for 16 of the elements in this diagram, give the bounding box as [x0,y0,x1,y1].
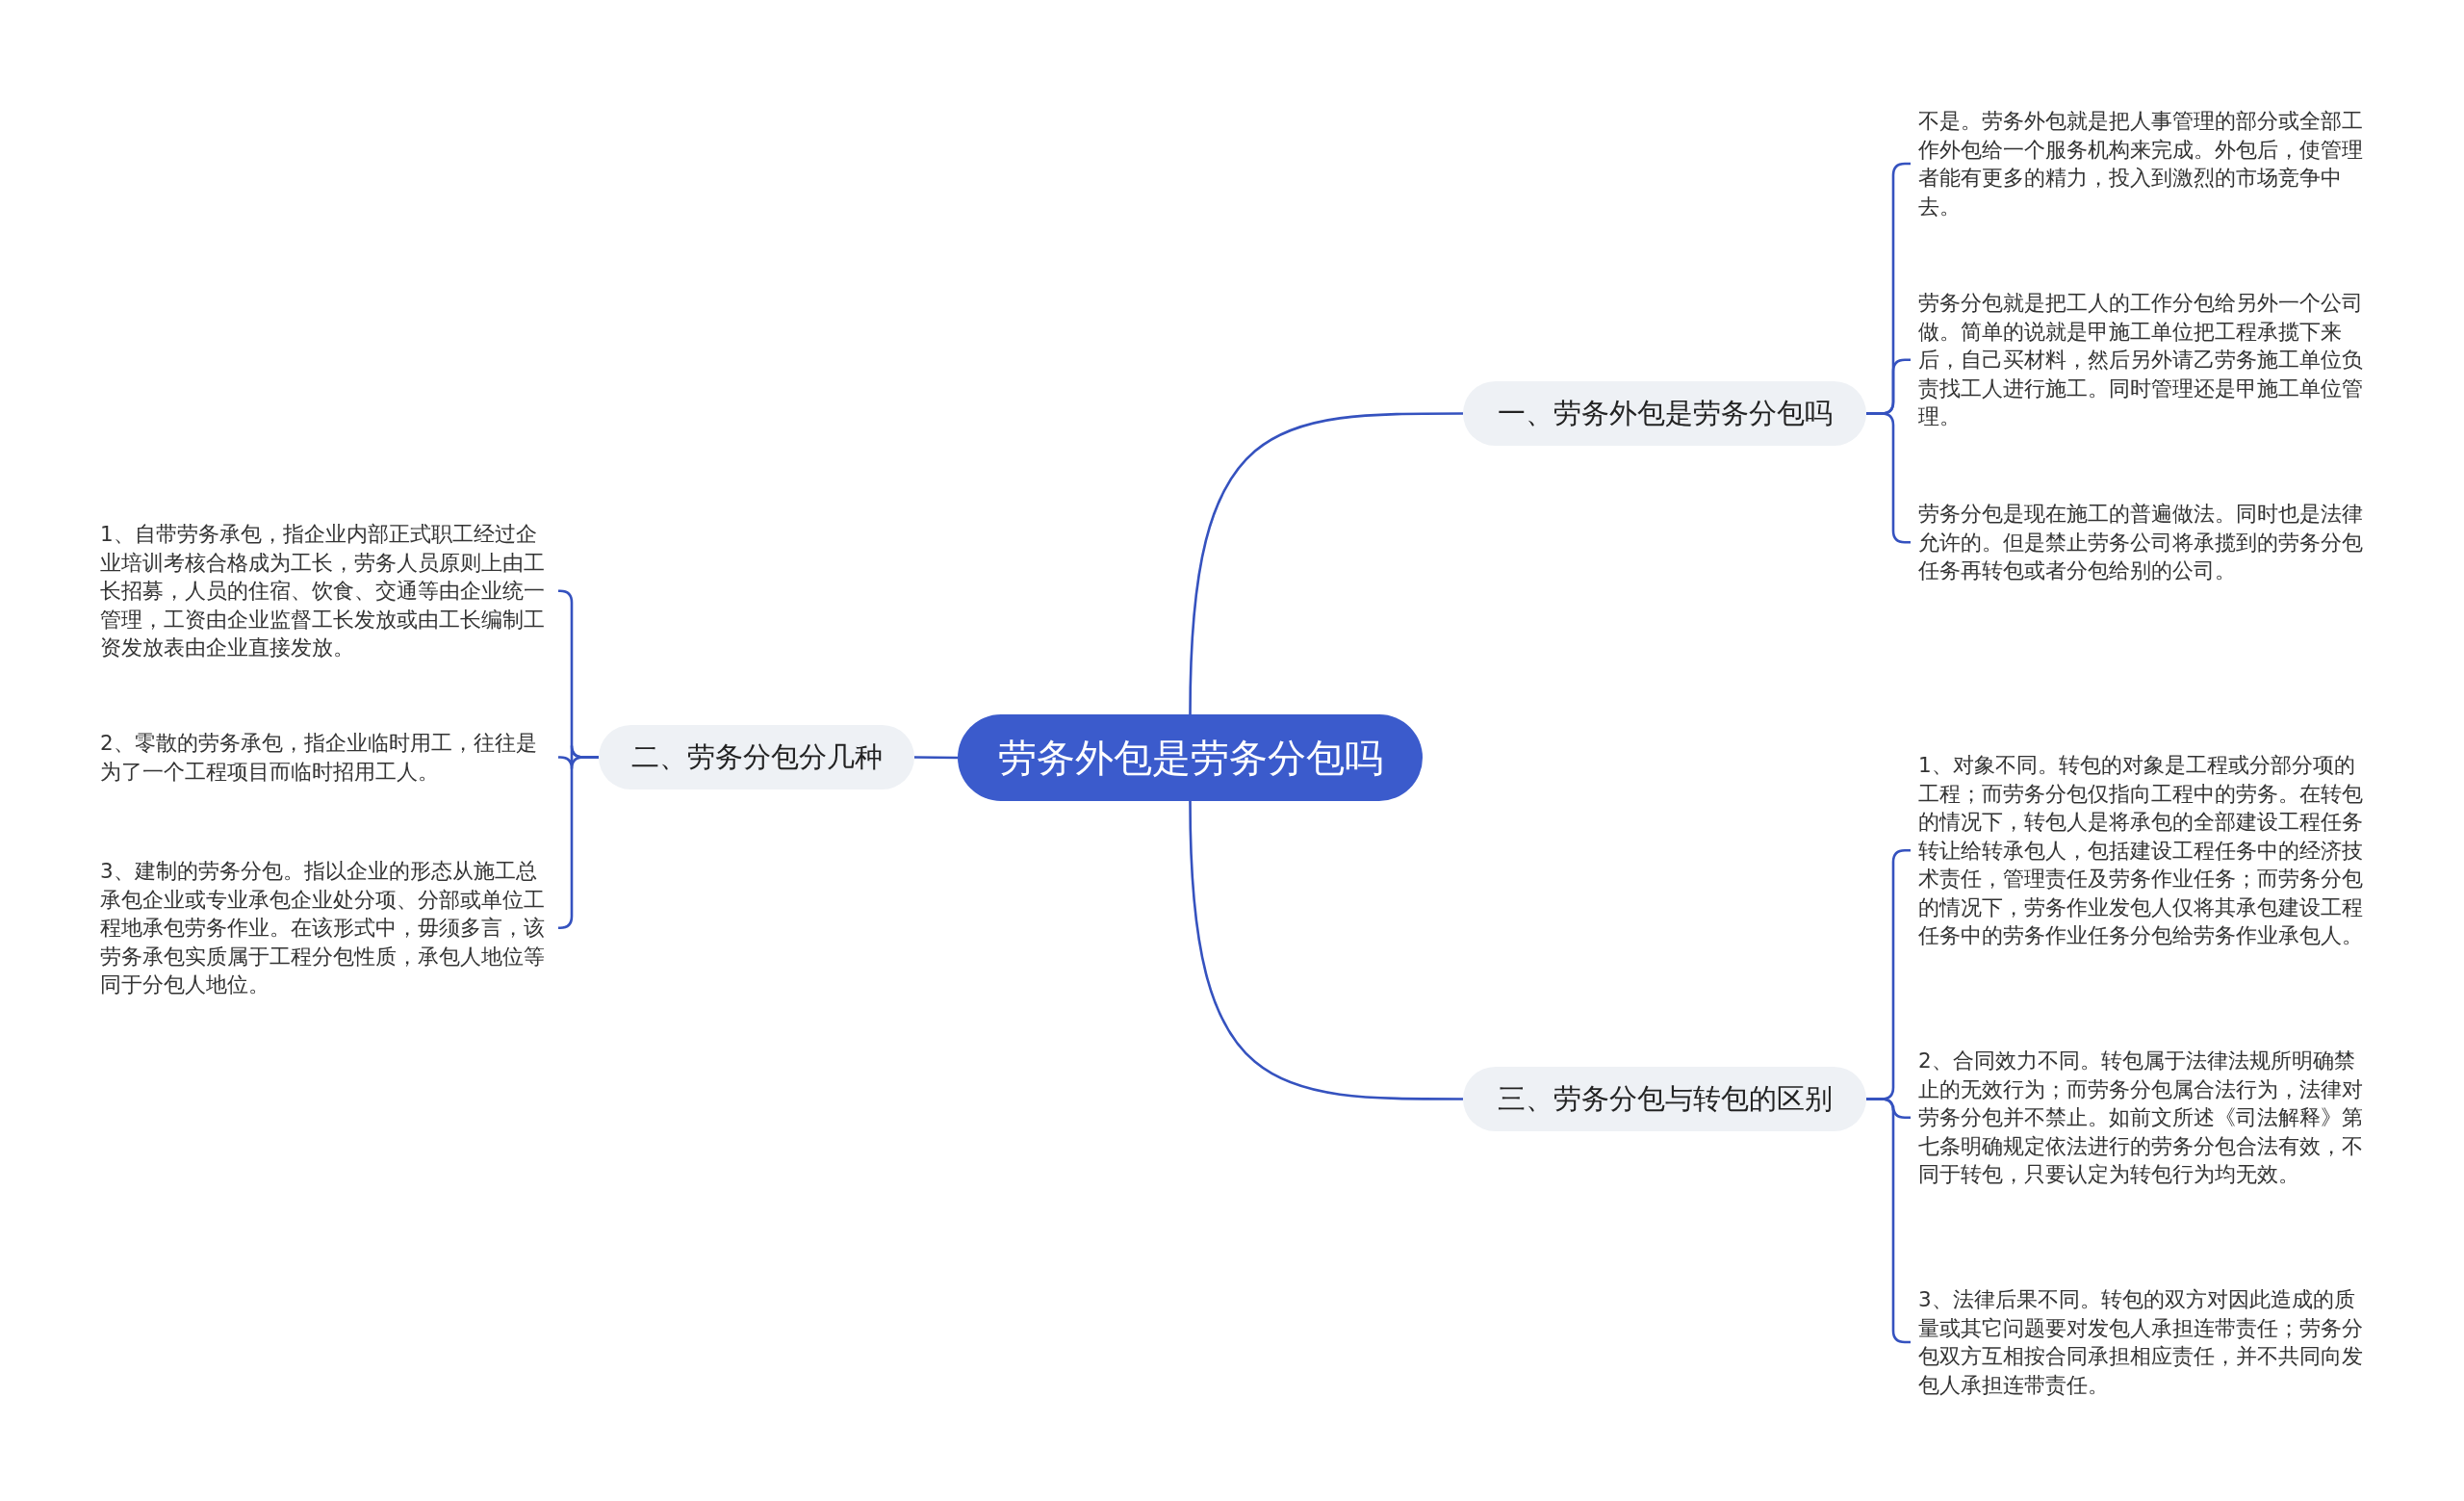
topic-text: 1、自带劳务承包，指企业内部正式职工经过企业培训考核合格成为工长，劳务人员原则上由工长招募，人员的住宿、饮食、交通等由企业统一管理，工资由企业监督工长发放或由工长编制工资发放表由企业直接发放。 [100,520,551,662]
topic-text: 3、建制的劳务分包。指以企业的形态从施工总承包企业或专业承包企业处分项、分部或单位工程地承包劳务作业。在该形式中，毋须多言，该劳务承包实质属于工程分包性质，承包人地位等同于分包人地位。 [100,857,551,999]
connector-line [1189,412,1463,715]
topic-box: 一、劳务外包是劳务分包吗 [1463,381,1866,446]
topic-text: 2、零散的劳务承包，指企业临时用工，往往是为了一个工程项目而临时招用工人。 [100,729,551,786]
topic-text: 劳务分包是现在施工的普遍做法。同时也是法律允许的。但是禁止劳务公司将承揽到的劳务分包任务再转包或者分包给别的公司。 [1918,500,2369,585]
topic-text: 不是。劳务外包就是把人事管理的部分或全部工作外包给一个服务机构来完成。外包后，使管理者能有更多的精力，投入到激烈的市场竞争中去。 [1918,107,2369,220]
topic-text: 2、合同效力不同。转包属于法律法规所明确禁止的无效行为；而劳务分包属合法行为，法律对劳务分包并不禁止。如前文所述《司法解释》第七条明确规定依法进行的劳务分包合法有效，不同于转包，只要认定为转包行为均无效。 [1918,1047,2369,1189]
topic-text: 劳务分包就是把工人的工作分包给另外一个公司做。简单的说就是甲施工单位把工程承揽下来后，自己买材料，然后另外请乙劳务施工单位负责找工人进行施工。同时管理还是甲施工单位管理。 [1918,289,2369,431]
connector-line [914,756,958,760]
topic-box: 二、劳务分包分几种 [599,725,914,789]
connector-line [1189,800,1463,1100]
topic-text: 3、法律后果不同。转包的双方对因此造成的质量或其它问题要对发包人承担连带责任；劳务分包双方互相按合同承担相应责任，并不共同向发包人承担连带责任。 [1918,1285,2369,1399]
central-topic: 劳务外包是劳务分包吗 [958,714,1423,801]
topic-box: 三、劳务分包与转包的区别 [1463,1067,1866,1131]
topic-text: 1、对象不同。转包的对象是工程或分部分项的工程；而劳务分包仅指向工程中的劳务。在转包的情况下，转包人是将承包的全部建设工程任务转让给转承包人，包括建设工程任务中的经济技术责任，管理责任及劳务作业任务；而劳务分包的情况下，劳务作业发包人仅将其承包建设工程任务中的劳务作业任务分包给劳务作业承包人。 [1918,751,2369,950]
